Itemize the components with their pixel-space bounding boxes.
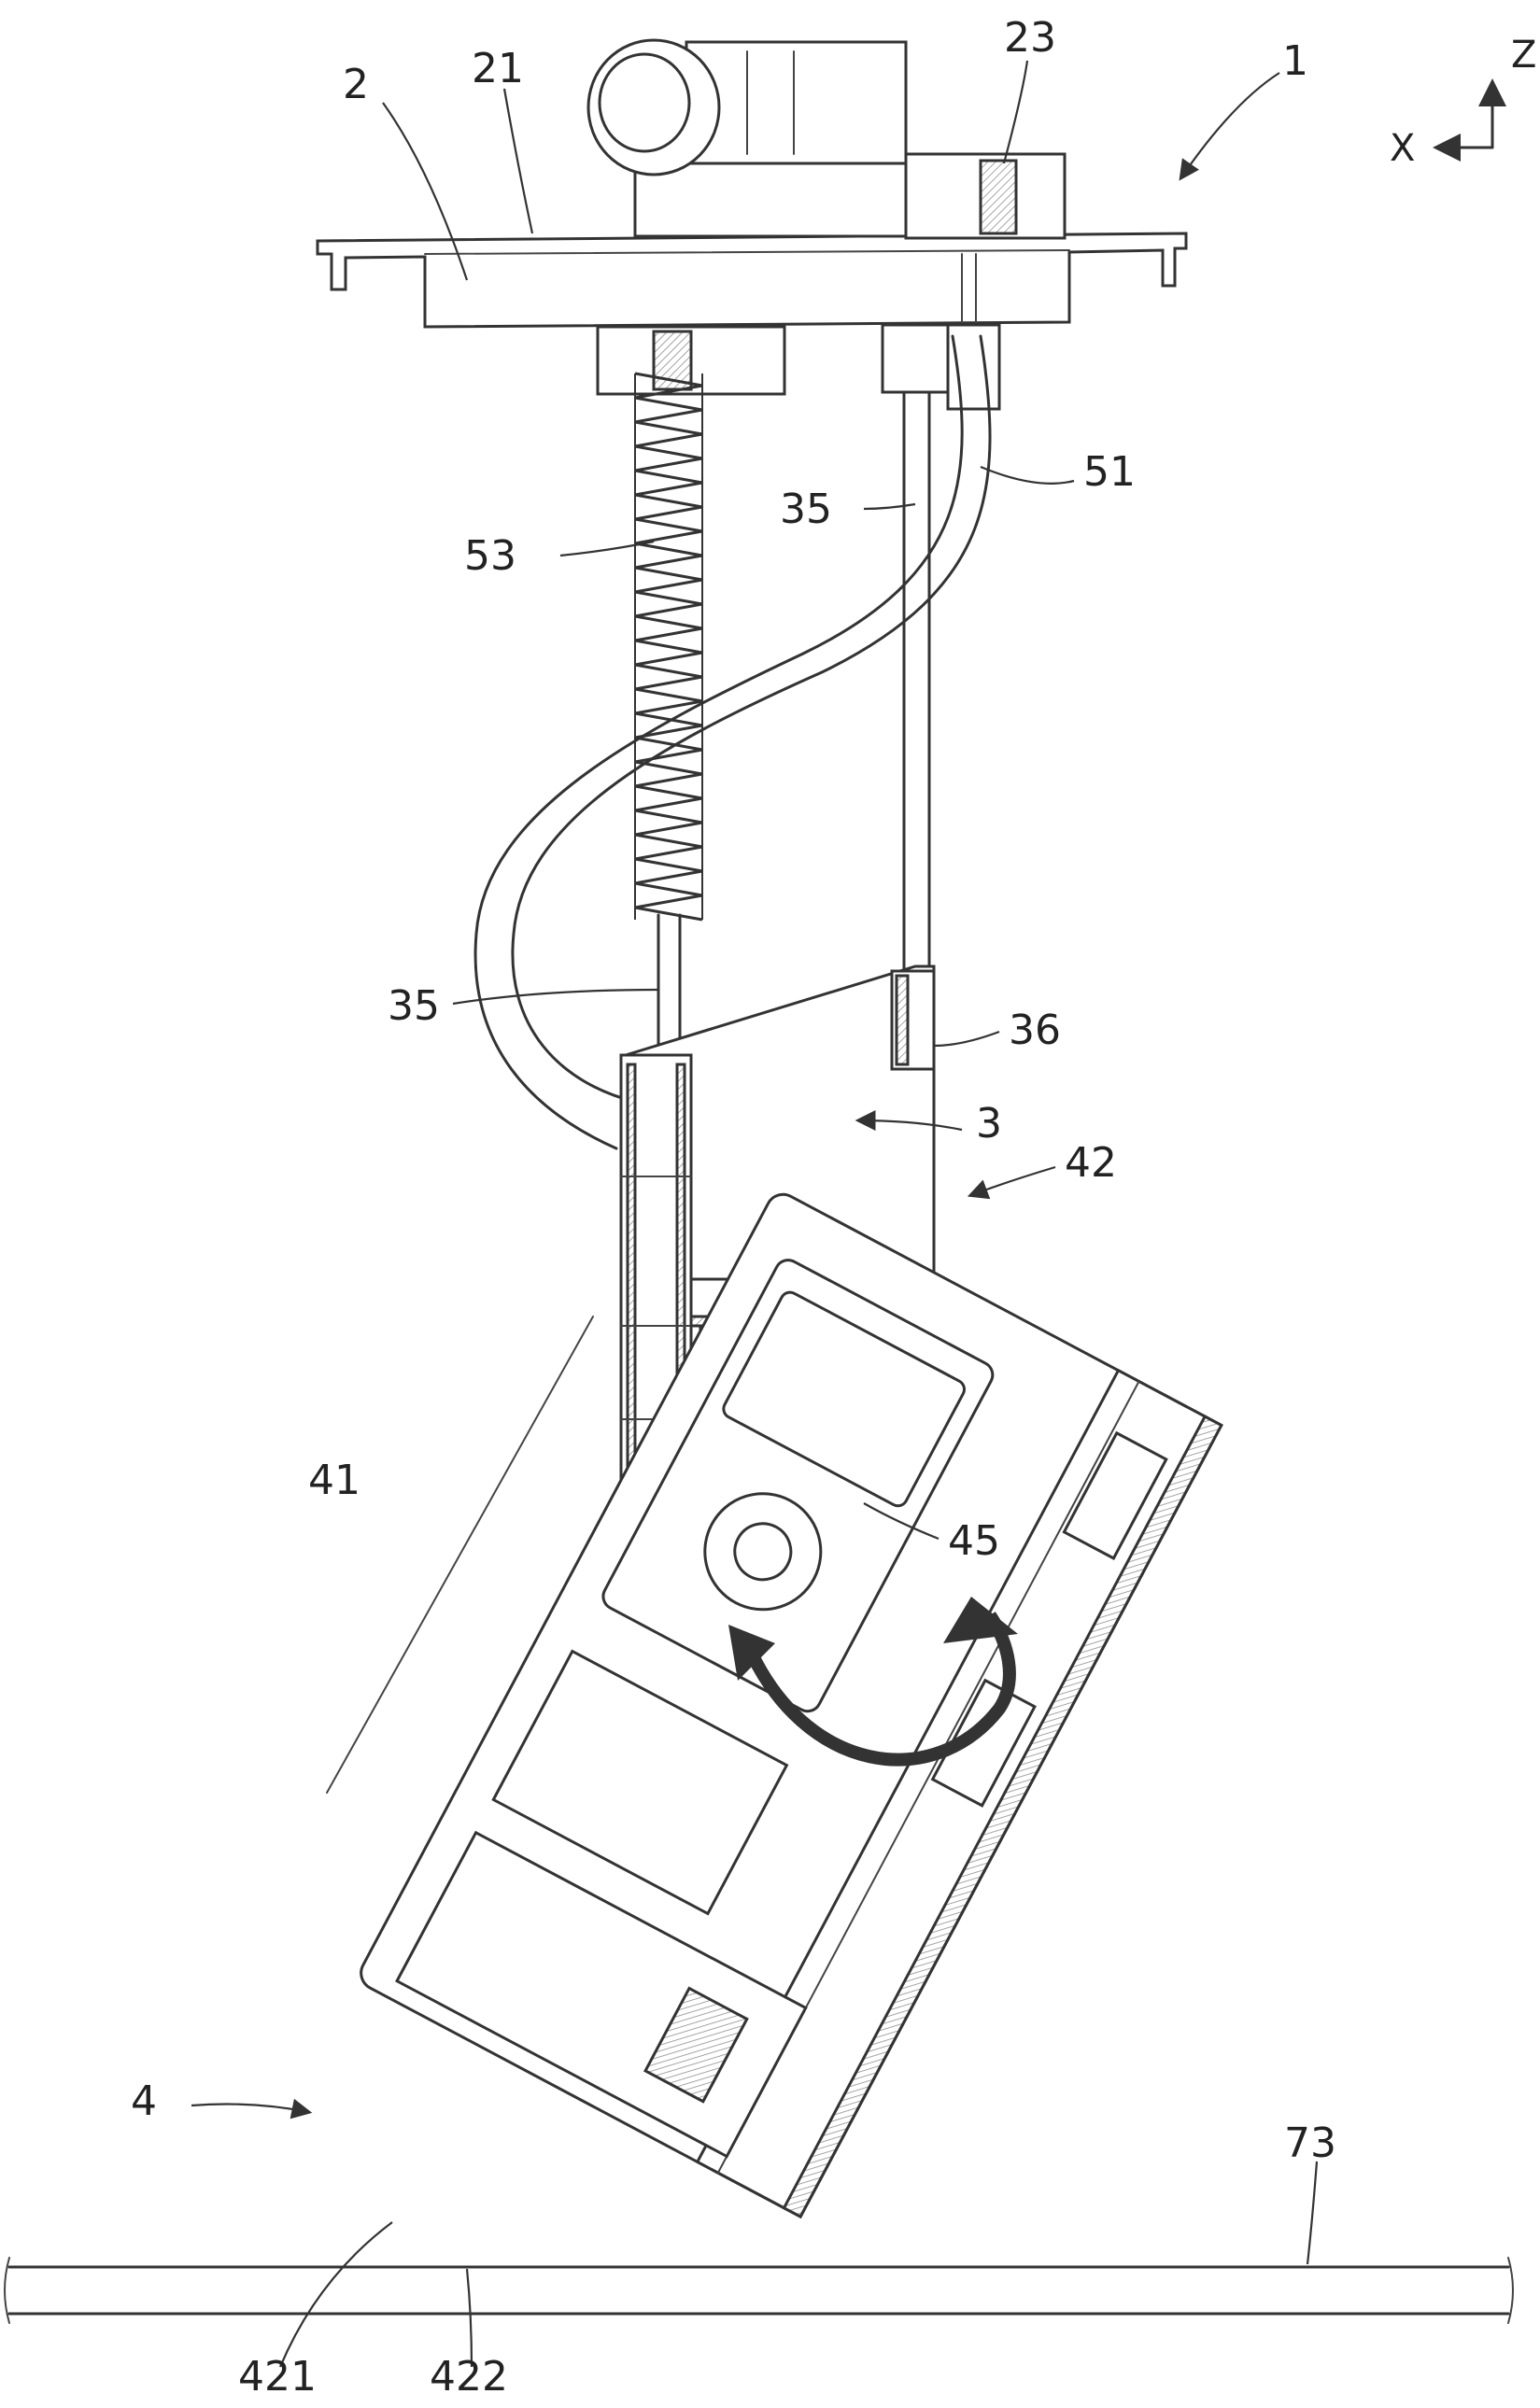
axis-x-label: X (1390, 127, 1415, 170)
label-1: 1 (1282, 37, 1308, 85)
label-35-lower: 35 (388, 982, 440, 1030)
label-73: 73 (1284, 2119, 1336, 2167)
label-42: 42 (1065, 1139, 1117, 1187)
label-51: 51 (1083, 448, 1136, 496)
coil-spring (635, 373, 702, 920)
label-53: 53 (464, 532, 516, 580)
label-3: 3 (976, 1100, 1002, 1148)
label-23: 23 (1004, 14, 1056, 62)
label-35-top: 35 (780, 486, 832, 533)
label-422: 422 (430, 2353, 508, 2401)
label-21: 21 (472, 45, 524, 92)
top-connector (588, 40, 1065, 238)
label-45: 45 (948, 1517, 1000, 1565)
label-421: 421 (238, 2353, 317, 2401)
axis-z-label: Z (1511, 34, 1536, 77)
axis-indicator: Z X (1390, 34, 1536, 170)
label-2: 2 (343, 61, 369, 108)
flange-plate (318, 233, 1186, 327)
guide-rod (904, 392, 929, 990)
tank-bottom (5, 2258, 1513, 2323)
label-36: 36 (1009, 1007, 1061, 1054)
label-4: 4 (131, 2077, 157, 2125)
label-41: 41 (308, 1457, 360, 1504)
flange-bosses (598, 325, 999, 409)
